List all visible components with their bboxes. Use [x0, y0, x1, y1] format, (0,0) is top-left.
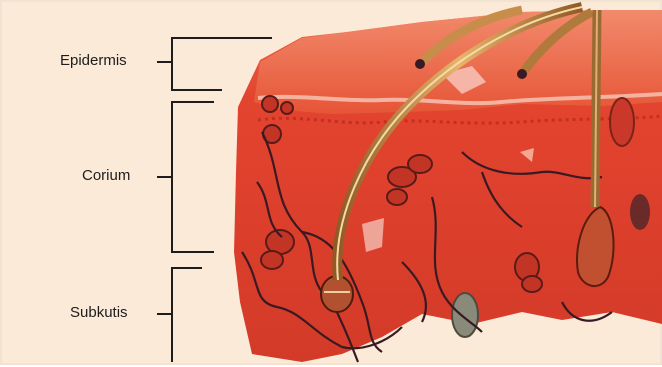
- label-corium: Corium: [82, 167, 130, 184]
- corium-bracket: [172, 102, 214, 252]
- subkutis-bracket: [172, 268, 202, 362]
- label-epidermis: Epidermis: [60, 52, 127, 69]
- label-subkutis: Subkutis: [70, 304, 128, 321]
- sebaceous-gland: [452, 293, 478, 337]
